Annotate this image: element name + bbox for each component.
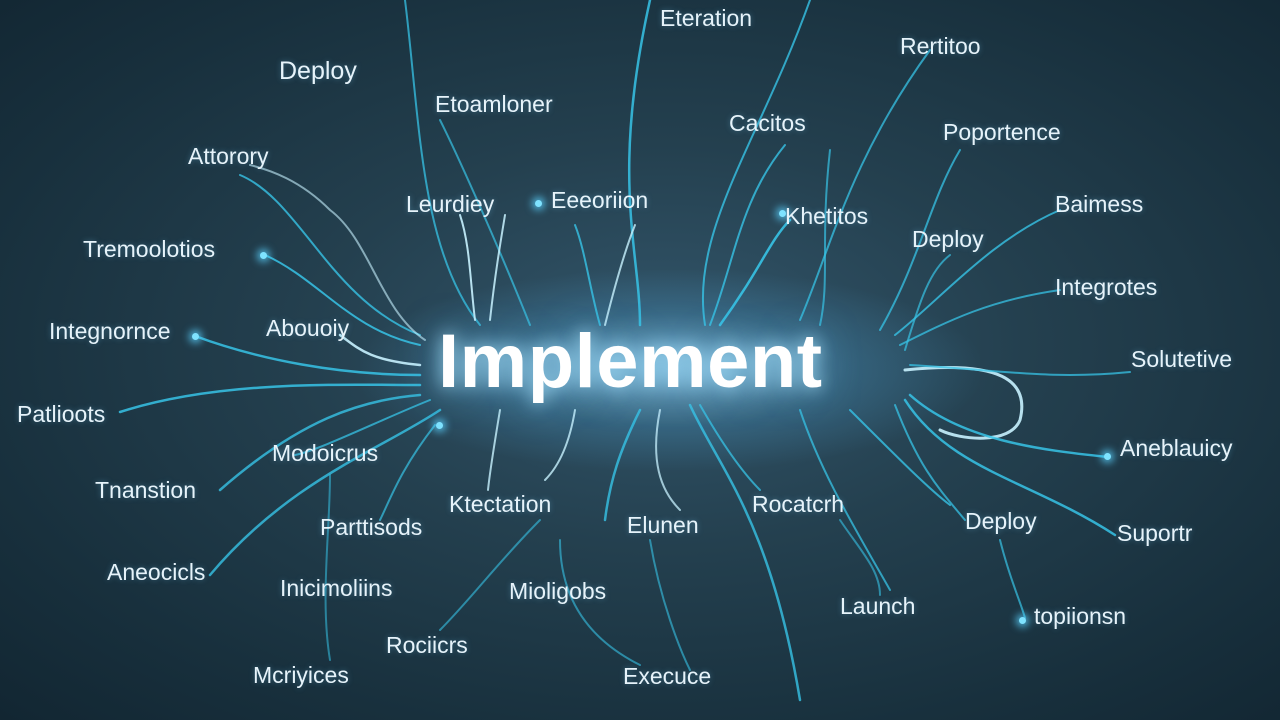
node-dot <box>535 200 542 207</box>
term-poportence: Poportence <box>943 119 1061 145</box>
term-elunen: Elunen <box>627 512 699 538</box>
term-aneblauicy: Aneblauicy <box>1120 435 1233 461</box>
term-deploy-1: Deploy <box>279 57 357 85</box>
term-ktectation: Ktectation <box>449 491 552 517</box>
term-inicimoliins: Inicimoliins <box>280 575 393 601</box>
term-leurdiey: Leurdiey <box>406 191 495 217</box>
term-suportr: Suportr <box>1117 520 1193 546</box>
node-dot <box>436 422 443 429</box>
term-mcriyices: Mcriyices <box>253 662 349 688</box>
term-topiionsn: topiionsn <box>1034 603 1127 629</box>
term-modoicrus: Modoicrus <box>272 440 379 466</box>
node-dot <box>779 210 786 217</box>
node-dot <box>260 252 267 259</box>
term-abouoiy: Abouoiy <box>266 315 350 341</box>
node-dot <box>1019 617 1026 624</box>
term-integnornce: Integnornce <box>49 318 171 344</box>
term-rocatcrh: Rocatcrh <box>752 491 845 517</box>
term-attorory: Attorory <box>188 143 269 169</box>
node-dot <box>192 333 199 340</box>
term-deploy-3: Deploy <box>965 508 1037 534</box>
term-solutetive: Solutetive <box>1131 346 1233 372</box>
term-cacitos: Cacitos <box>729 110 806 136</box>
term-patlioots: Patlioots <box>17 401 106 427</box>
term-parttisods: Parttisods <box>320 514 423 540</box>
central-term: Implement <box>438 319 823 404</box>
term-rociicrs: Rociicrs <box>386 632 468 658</box>
term-deploy-2: Deploy <box>912 226 984 252</box>
term-launch: Launch <box>840 593 916 619</box>
term-aneocicls: Aneocicls <box>107 559 206 585</box>
node-dot <box>1104 453 1111 460</box>
term-baimess: Baimess <box>1055 191 1144 217</box>
term-etoamloner: Etoamloner <box>435 91 553 117</box>
term-eeeoriion: Eeeoriion <box>551 187 649 213</box>
term-tnanstion: Tnanstion <box>95 477 197 503</box>
term-execuce: Execuce <box>623 663 712 689</box>
term-khetitos: Khetitos <box>785 203 869 229</box>
term-tremoolotios: Tremoolotios <box>83 236 216 262</box>
term-eteration: Eteration <box>660 5 753 31</box>
term-mioligobs: Mioligobs <box>509 578 607 604</box>
term-rertitoo: Rertitoo <box>900 33 981 59</box>
term-integrotes: Integrotes <box>1055 274 1158 300</box>
